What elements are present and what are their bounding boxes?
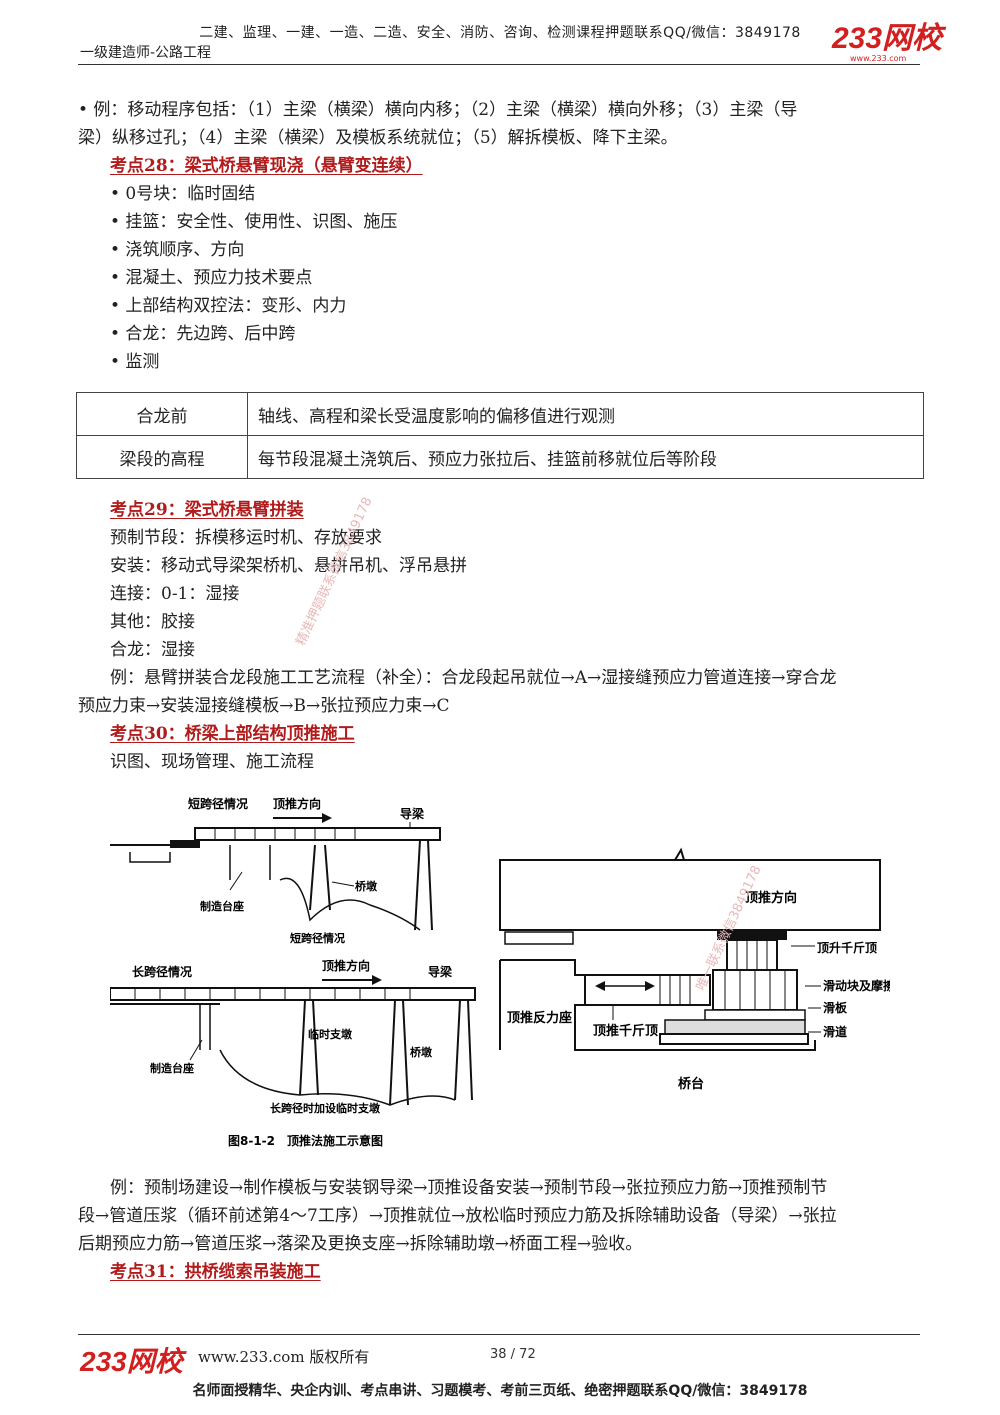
fig-label: 制造台座 [200,899,244,913]
kp29-line: 其他：胶接 [110,612,195,632]
fig-label: 临时支墩 [308,1027,353,1041]
kp28-bullet: • 混凝土、预应力技术要点 [110,268,313,288]
monitoring-table: 合龙前 轴线、高程和梁长受温度影响的偏移值进行观测 梁段的高程 每节段混凝土浇筑… [76,392,924,479]
footer-banner: 名师面授精华、央企内训、考点串讲、习题模考、考前三页纸、绝密押题联系QQ/微信：… [192,1383,808,1399]
table-cell-label: 合龙前 [76,392,248,436]
kp31-heading: 考点31：拱桥缆索吊装施工 [110,1262,321,1282]
header-divider [78,64,920,65]
kp28-heading: 考点28：梁式桥悬臂现浇（悬臂变连续） [110,156,423,176]
table-row: 合龙前 轴线、高程和梁长受温度影响的偏移值进行观测 [76,392,924,436]
kp28-bullet: • 监测 [110,352,160,372]
fig-label: 顶推反力座 [507,1010,572,1026]
fig-label: 滑板 [823,1000,848,1015]
fig-label: 滑动块及摩擦垫 [823,978,890,993]
launching-diagram-left: 短跨径情况 顶推方向 导梁 制造台座 桥墩 短跨径情况 长跨径情况 顶推方向 导… [110,796,476,1148]
kp29-line: 预制节段：拆模移运时机、存放要求 [110,528,382,548]
kp29-example-2: 预应力束→安装湿接缝模板→B→张拉预应力束→C [78,696,450,716]
table-cell-label: 梁段的高程 [76,435,248,479]
arrow-icon [322,813,332,823]
header-subtitle: 一级建造师-公路工程 [80,45,212,61]
fig-caption: 图8-1-2 顶推法施工示意图 [228,1133,383,1148]
footer-divider [78,1334,920,1335]
fig-label: 顶推方向 [322,958,370,973]
example-line-2: 段→管道压浆（循环前述第4～7工序）→顶推就位→放松临时预应力筋及拆除辅助设备（… [78,1206,837,1226]
kp28-bullet: • 浇筑顺序、方向 [110,240,245,260]
arrow-icon [372,975,382,985]
table-cell-value: 每节段混凝土浇筑后、预应力张拉后、挂篮前移就位后等阶段 [247,435,924,479]
table-cell-value: 轴线、高程和梁长受温度影响的偏移值进行观测 [247,392,924,436]
header-banner: 二建、监理、一建、一造、二造、安全、消防、咨询、检测课程押题联系QQ/微信：38… [199,25,801,41]
kp28-bullet: • 合龙：先边跨、后中跨 [110,324,296,344]
example-line-1: 例：预制场建设→制作模板与安装钢导梁→顶推设备安装→预制节段→张拉预应力筋→顶推… [110,1178,828,1198]
kp29-example-1: 例：悬臂拼装合龙段施工工艺流程（补全）：合龙段起吊就位→A→湿接缝预应力管道连接… [110,668,837,688]
kp29-line: 安装：移动式导梁架桥机、悬拼吊机、浮吊悬拼 [110,556,467,576]
header-logo: 233网校 [832,22,943,55]
kp29-line: 合龙：湿接 [110,640,195,660]
footer-copyright: www.233.com 版权所有 [198,1348,370,1366]
fig-label: 长跨径情况 [132,964,192,979]
fig-label: 短跨径情况 [188,796,248,811]
fig-label: 桥墩 [355,879,378,893]
header-logo-url: www.233.com [850,54,907,63]
intro-line-1: • 例：移动程序包括：（1）主梁（横梁）横向内移；（2）主梁（横梁）横向外移；（… [78,100,798,120]
example-line-3: 后期预应力筋→管道压浆→落梁及更换支座→拆除辅助墩→桥面工程→验收。 [78,1234,643,1254]
fig-label: 顶升千斤顶 [817,940,877,955]
fig-label: 桥台 [678,1076,704,1092]
fig-label: 顶推方向 [745,890,797,906]
fig-label: 滑道 [823,1024,847,1039]
table-row: 梁段的高程 每节段混凝土浇筑后、预应力张拉后、挂篮前移就位后等阶段 [76,435,924,479]
fig-label: 制造台座 [150,1061,194,1075]
kp28-bullet: • 上部结构双控法：变形、内力 [110,296,347,316]
fig-label: 顶推方向 [273,796,321,811]
kp29-line: 连接：0-1：湿接 [110,584,240,604]
fig-label: 顶推千斤顶 [593,1023,658,1039]
kp29-heading: 考点29：梁式桥悬臂拼装 [110,500,304,520]
kp30-heading: 考点30：桥梁上部结构顶推施工 [110,724,355,744]
fig-label: 导梁 [400,806,424,821]
fig-caption-short: 短跨径情况 [290,931,345,945]
kp28-bullet: • 0号块：临时固结 [110,184,256,204]
footer-logo: 233网校 [80,1346,183,1377]
kp28-bullet: • 挂篮：安全性、使用性、识图、施压 [110,212,398,232]
intro-line-2: 梁）纵移过孔；（4）主梁（横梁）及模板系统就位；（5）解拆模板、降下主梁。 [78,128,678,148]
page-number: 38 / 72 [490,1347,536,1362]
launching-diagram-right: 顶推方向 顶升千斤顶 滑动块及摩擦垫 滑板 滑道 顶推反力座 顶推千斤顶 桥台 [499,847,890,1092]
fig-caption-long: 长跨径时加设临时支墩 [270,1101,381,1115]
fig-label: 桥墩 [410,1045,433,1059]
fig-label: 导梁 [428,964,452,979]
kp30-line: 识图、现场管理、施工流程 [110,752,314,772]
